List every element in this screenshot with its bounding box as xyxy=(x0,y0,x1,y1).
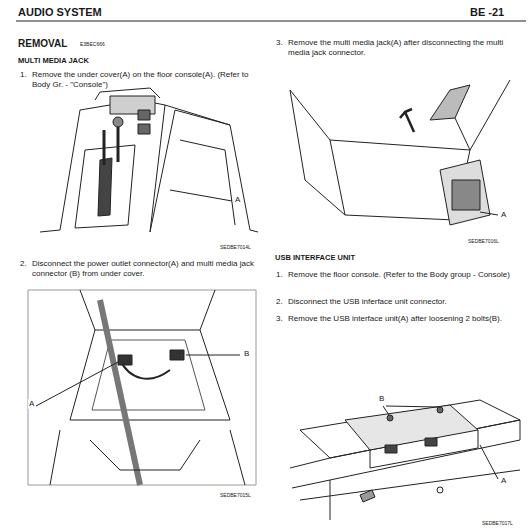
section-heading: REMOVAL xyxy=(18,38,67,51)
callout-letter: A xyxy=(28,399,35,409)
header-rule xyxy=(16,20,526,21)
console-figure xyxy=(40,88,258,232)
page-header: AUDIO SYSTEM xyxy=(18,6,102,20)
step-number: 2. xyxy=(20,259,27,269)
connector-figure xyxy=(28,290,256,485)
step-text: Remove the floor console. (Refer to the … xyxy=(288,270,524,280)
step-number: 3. xyxy=(276,38,283,48)
figure-code: SEDBE7014L xyxy=(220,244,251,250)
step-text: Remove the USB interface unit(A) after l… xyxy=(288,314,524,324)
step-number: 1. xyxy=(276,270,283,280)
figure-code: SEDBE7017L xyxy=(482,520,513,526)
reference-code: E3BEC666 xyxy=(80,41,105,47)
callout-letter: A xyxy=(500,210,507,220)
figure-code: SEDBE7015L xyxy=(220,492,251,498)
step-text: Disconnect the USB inferface unit connec… xyxy=(288,297,524,307)
subsection-heading: USB INTERFACE UNIT xyxy=(275,253,355,262)
callout-letter: B xyxy=(243,349,250,359)
step-number: 3. xyxy=(276,314,283,324)
callout-letter: A xyxy=(500,476,507,486)
page-number: BE -21 xyxy=(470,6,504,20)
jack-figure xyxy=(290,80,510,225)
usb-unit-figure xyxy=(290,400,520,520)
figure-code: SEDBE7016L xyxy=(468,238,499,244)
callout-letter: B xyxy=(378,394,385,404)
subsection-heading: MULTI MEDIA JACK xyxy=(18,56,89,65)
callout-letter: A xyxy=(234,195,241,205)
step-text: Remove the multi media jack(A) after dis… xyxy=(288,38,524,58)
step-number: 2. xyxy=(276,297,283,307)
step-text: Disconnect the power outlet connector(A)… xyxy=(32,259,258,279)
step-text: Remove the under cover(A) on the floor c… xyxy=(32,70,258,90)
step-number: 1. xyxy=(20,70,27,80)
